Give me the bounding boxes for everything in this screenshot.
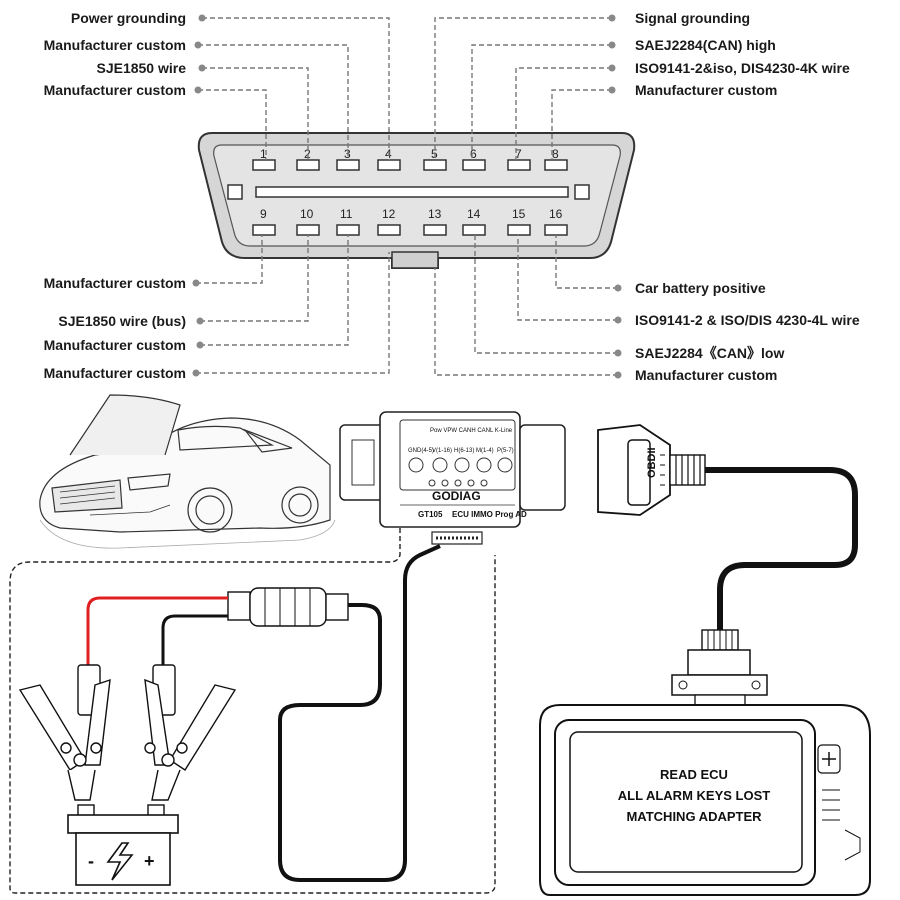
obdii-label: OBDII <box>646 447 658 478</box>
bottom-pin-numbers: 9 10 11 12 13 14 15 16 <box>260 207 563 221</box>
labels-top-left: Power grounding Manufacturer custom SJE1… <box>44 10 187 98</box>
black-clip <box>144 664 237 801</box>
adapter-label-p: P(5-7) <box>497 448 514 454</box>
label-manufacturer-custom-3: Manufacturer custom <box>44 37 186 53</box>
battery-plus: + <box>144 851 155 871</box>
label-sje1850-wire: SJE1850 wire <box>96 60 186 76</box>
leaders-top-right <box>434 14 616 160</box>
bottom-pins <box>252 224 568 236</box>
db-connector <box>671 629 768 711</box>
label-sje1850-bus: SJE1850 wire (bus) <box>58 313 186 329</box>
adapter-mini-connector <box>431 531 483 545</box>
car-sketch <box>39 394 336 549</box>
pin-number-12: 12 <box>382 207 396 221</box>
pin-number-9: 9 <box>260 207 267 221</box>
label-manufacturer-custom-9: Manufacturer custom <box>44 275 186 291</box>
leaders-bottom-right <box>434 235 622 379</box>
lightning-icon <box>106 842 134 881</box>
pin-number-11: 11 <box>340 207 353 221</box>
screen-line-3: MATCHING ADAPTER <box>626 809 762 824</box>
adapter-label-v: V(1-16) <box>432 448 452 454</box>
label-manufacturer-custom-12: Manufacturer custom <box>44 365 186 381</box>
adapter-subtitle: ECU IMMO Prog AD <box>452 510 527 519</box>
screen-line-2: ALL ALARM KEYS LOST <box>618 788 770 803</box>
pin-number-16: 16 <box>549 207 563 221</box>
pin-number-10: 10 <box>300 207 314 221</box>
adapter-label-m: M(1-4) <box>476 448 494 454</box>
battery-minus: - <box>88 851 94 871</box>
labels-bottom-right: Car battery positive ISO9141-2 & ISO/DIS… <box>635 280 860 383</box>
screen-line-1: READ ECU <box>660 767 728 782</box>
top-pins <box>252 159 568 171</box>
label-can-low: SAEJ2284《CAN》low <box>635 345 784 361</box>
label-manufacturer-custom-13: Manufacturer custom <box>635 367 777 383</box>
center-bar <box>255 186 569 198</box>
pin-number-15: 15 <box>512 207 526 221</box>
key-left <box>227 184 243 200</box>
battery <box>67 804 179 886</box>
leaders-top-left <box>194 14 390 160</box>
pin-number-8: 8 <box>552 147 559 161</box>
pin-number-7: 7 <box>515 147 522 161</box>
labels-bottom-left: Manufacturer custom SJE1850 wire (bus) M… <box>44 275 186 381</box>
pin-number-14: 14 <box>467 207 481 221</box>
pin-number-6: 6 <box>470 147 477 161</box>
label-iso9141-l: ISO9141-2 & ISO/DIS 4230-4L wire <box>635 312 860 328</box>
adapter-top-labels: Pow VPW CANH CANL K-Line <box>430 428 513 434</box>
label-can-high: SAEJ2284(CAN) high <box>635 37 776 53</box>
labels-top-right: Signal grounding SAEJ2284(CAN) high ISO9… <box>635 10 850 98</box>
adapter-model: GT105 <box>418 510 443 519</box>
label-manufacturer-custom-11: Manufacturer custom <box>44 337 186 353</box>
leaders-bottom-left <box>192 235 390 377</box>
clip-connector <box>227 587 349 627</box>
red-clip <box>18 664 111 801</box>
obdii-cable <box>705 467 858 635</box>
label-manufacturer-custom-8: Manufacturer custom <box>635 82 777 98</box>
label-manufacturer-custom-1: Manufacturer custom <box>44 82 186 98</box>
adapter-label-h: H(6-13) <box>454 448 474 454</box>
obdii-cable-head: OBDII <box>597 424 706 516</box>
diagnostic-device <box>539 704 871 896</box>
black-wire <box>161 614 228 665</box>
power-cable <box>278 544 441 882</box>
label-signal-grounding: Signal grounding <box>635 10 750 26</box>
label-car-battery-positive: Car battery positive <box>635 280 766 296</box>
label-power-grounding: Power grounding <box>71 10 186 26</box>
key-right <box>574 184 590 200</box>
adapter-label-gnd: GND(4-5) <box>408 448 434 454</box>
pin-number-13: 13 <box>428 207 442 221</box>
gt105-adapter: Pow VPW CANH CANL K-Line GND(4-5) V(1-16… <box>339 411 566 528</box>
adapter-brand: GODIAG <box>432 489 481 503</box>
red-wire <box>86 596 228 665</box>
label-iso9141-k: ISO9141-2&iso, DIS4230-4K wire <box>635 60 850 76</box>
pin-number-1: 1 <box>260 147 267 161</box>
dashed-enclosure <box>9 520 496 894</box>
